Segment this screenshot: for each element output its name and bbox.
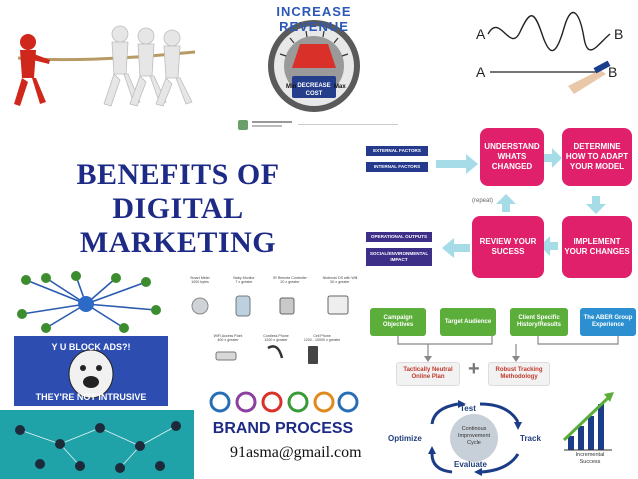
campaign-objectives-box: Campaign Objectives	[370, 308, 426, 336]
determine-box: DETERMINE HOW TO ADAPT YOUR MODEL	[562, 128, 632, 186]
cycle-center-label: Continous Improvement Cycle	[457, 426, 491, 446]
test-label: Test	[460, 404, 476, 413]
brand-process-image: BRAND PROCESS	[206, 384, 360, 442]
repeat-label: (repeat)	[472, 198, 494, 204]
title-line-1: BENEFITS OF	[76, 158, 280, 191]
gauge-max-label: Max	[334, 84, 346, 90]
brand-process-label: BRAND PROCESS	[212, 420, 354, 437]
document-snippet	[238, 118, 398, 132]
external-factors-box: EXTERNAL FACTORS	[366, 146, 428, 156]
title-line-2: DIGITAL	[112, 192, 244, 225]
a2-label: A	[476, 64, 486, 80]
review-box: REVIEW YOUR SUCESS	[472, 216, 544, 278]
cost-label: COST	[305, 91, 323, 97]
b2-label: B	[608, 64, 618, 80]
meme-bottom-text: THEY'RE NOT INTRUSIVE	[35, 392, 147, 402]
tug-of-war-image	[0, 0, 200, 118]
improvement-cycle-diagram: Campaign Objectives Target Audience Clie…	[368, 300, 638, 479]
revenue-gauge-image: INCREASE REVENUE Min Max DECREASE COST	[240, 4, 388, 116]
gauge-min-label: Min	[286, 84, 297, 90]
tracking-methodology-box: Robust Tracking Methodology	[488, 362, 550, 386]
implement-box: IMPLEMENT YOUR CHANGES	[562, 216, 632, 278]
tactical-plan-box: Tactically Neutral Online Plan	[396, 362, 460, 386]
a-to-b-image: A B A B	[470, 4, 630, 114]
meme-top-text: Y U BLOCK ADS?!	[51, 342, 131, 352]
client-history-box: Client Specific History/Results	[510, 308, 568, 336]
meme-image: Y U BLOCK ADS?! THEY'RE NOT INTRUSIVE	[14, 336, 168, 406]
target-audience-box: Target Audience	[440, 308, 496, 336]
contact-email: 91asma@gmail.com	[230, 444, 362, 461]
b1-label: B	[614, 26, 624, 42]
optimize-label: Optimize	[388, 434, 422, 443]
a1-label: A	[476, 26, 486, 42]
decrease-label: DECREASE	[297, 83, 331, 89]
title-line-3: MARKETING	[79, 226, 277, 259]
network-people-image	[6, 270, 168, 336]
page-title: BENEFITS OF DIGITAL MARKETING	[62, 158, 294, 260]
internal-factors-box: INTERNAL FACTORS	[366, 162, 428, 172]
understand-box: UNDERSTAND WHATS CHANGED	[480, 128, 544, 186]
social-impact-box: SOCIAL/ENVIRONMENTAL IMPACT	[366, 248, 432, 266]
evaluate-label: Evaluate	[454, 460, 487, 469]
team-network-image	[0, 410, 194, 479]
aber-experience-box: The ABER Group Experience	[580, 308, 636, 336]
decrease-cost-button: DECREASE COST	[294, 82, 334, 98]
gauge-title: INCREASE REVENUE	[276, 4, 352, 34]
adapt-diagram: EXTERNAL FACTORS INTERNAL FACTORS UNDERS…	[362, 124, 636, 284]
operational-outputs-box: OPERATIONAL OUTPUTS	[366, 232, 432, 242]
plus-icon: +	[468, 358, 480, 380]
incremental-success-label: Incremental Success	[575, 452, 605, 465]
track-label: Track	[520, 434, 541, 443]
